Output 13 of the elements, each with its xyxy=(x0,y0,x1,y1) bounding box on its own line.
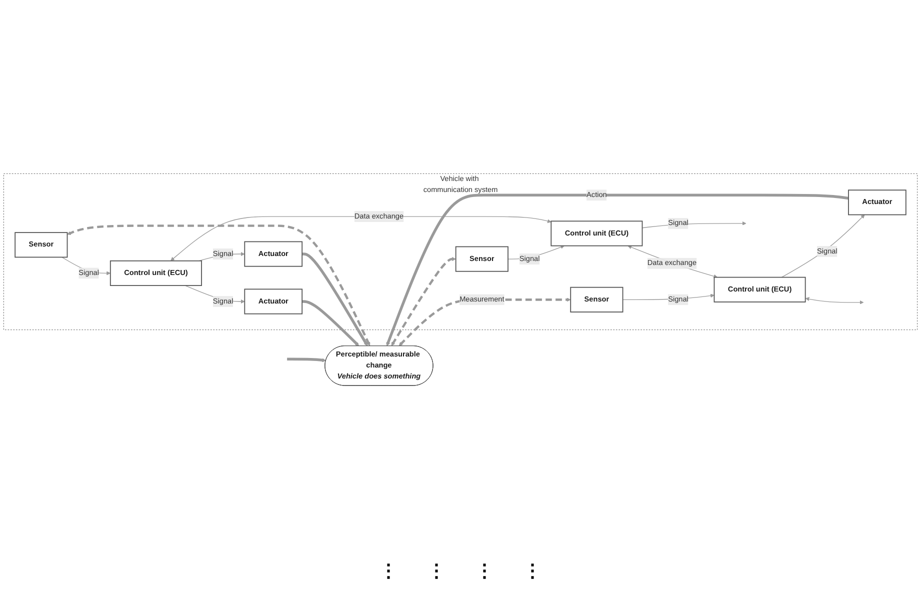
ellipsis-dots: ⋮ xyxy=(524,560,542,583)
ellipsis-dots: ⋮ xyxy=(380,560,398,583)
arrow xyxy=(67,224,370,346)
arrow xyxy=(508,246,564,260)
arrow xyxy=(287,358,326,363)
arrow xyxy=(302,253,368,347)
arrow xyxy=(628,246,718,279)
arrow xyxy=(302,300,360,347)
arrow xyxy=(805,297,864,305)
ellipsis-dots: ⋮ xyxy=(428,560,446,583)
arrow xyxy=(781,214,865,278)
ellipsis-dots: ⋮ xyxy=(476,560,494,583)
arrow xyxy=(391,257,456,346)
